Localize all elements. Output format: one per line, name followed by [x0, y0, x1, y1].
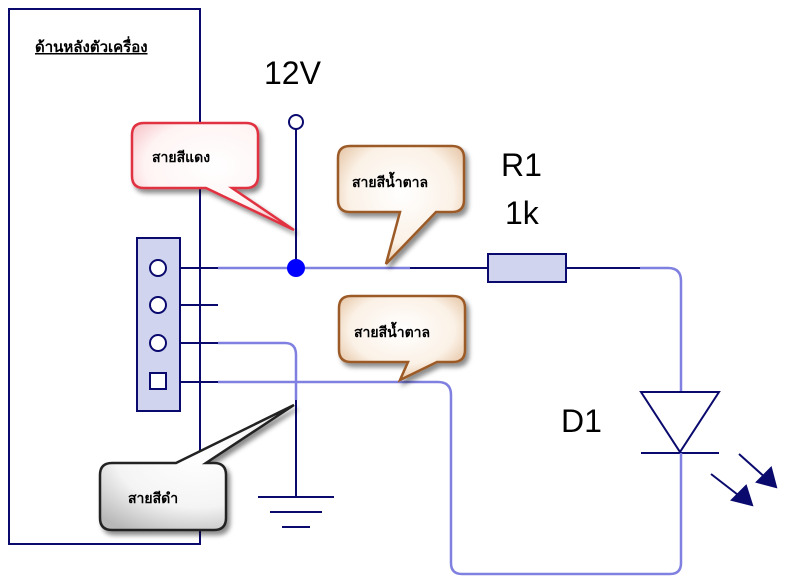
- callout-brown-top-text: สายสีน้ำตาล: [352, 171, 428, 191]
- resistor-r1: [487, 253, 567, 283]
- callout-red-wire: [130, 121, 295, 232]
- callout-red-text: สายสีแดง: [152, 150, 210, 166]
- callout-black-wire: [98, 403, 295, 532]
- callout-brown-bottom-text: สายสีน้ำตาล: [354, 321, 430, 341]
- resistor-value: 1k: [505, 195, 540, 231]
- callout-black-text: สายสีดำ: [128, 491, 178, 507]
- led-light-arrows: [710, 453, 778, 507]
- connector-pin-2: [149, 296, 167, 314]
- supply-terminal: [288, 114, 304, 130]
- wire-pin3-ground: [218, 341, 298, 400]
- supply-label: 12V: [264, 55, 322, 91]
- callout-brown-top: [336, 144, 466, 265]
- diode-name: D1: [561, 403, 602, 439]
- callout-brown-bottom: [337, 294, 467, 383]
- wire-to-diode-light: [640, 266, 683, 392]
- diode-d1-body: [639, 391, 721, 454]
- resistor-name: R1: [501, 147, 542, 183]
- panel-title: ด้านหลังตัวเครื่อง: [35, 36, 148, 56]
- junction-node: [287, 259, 305, 277]
- connector-pin-4: [149, 372, 167, 390]
- connector-pin-3: [149, 334, 167, 352]
- wire-diode-return: [218, 380, 683, 576]
- connector-pin-1: [149, 259, 167, 277]
- ground-symbol: [258, 496, 334, 528]
